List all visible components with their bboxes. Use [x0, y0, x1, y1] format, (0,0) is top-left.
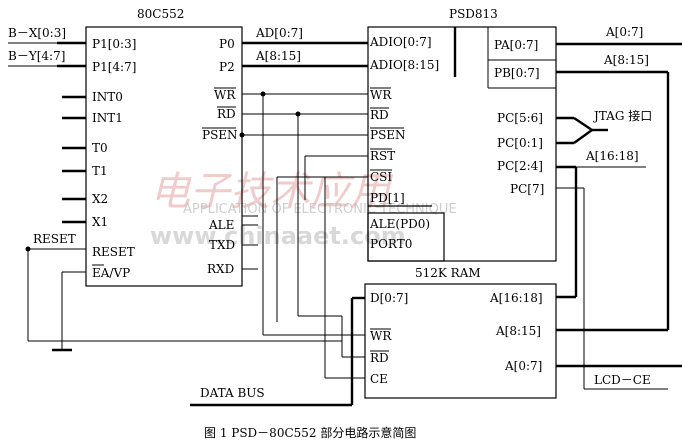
label-a-0-7-out: A[0:7] — [605, 25, 643, 39]
pin-x1: X1 — [92, 215, 108, 229]
pin-ale: ALE — [208, 218, 234, 232]
pin-ea-vp: EA/VP — [92, 266, 130, 280]
jtag-merge — [573, 117, 595, 144]
pin-pc-2-4: PC[2:4] — [497, 159, 543, 173]
figure-caption: 图 1 PSD－80C552 部分电路示意简图 — [204, 425, 416, 440]
label-by: B－Y[4:7] — [8, 49, 65, 63]
chip-80c552-title: 80C552 — [137, 7, 184, 21]
pin-psen-psd: PSEN — [370, 128, 406, 142]
pin-p1-4-7: P1[4:7] — [92, 60, 136, 74]
pin-ram-rd: RD — [370, 351, 389, 365]
label-a-16-18: A[16:18] — [585, 149, 639, 163]
label-jtag: JTAG 接口 — [592, 108, 652, 123]
label-a-8-15-out: A[8:15] — [603, 53, 649, 67]
pin-pc7: PC[7] — [510, 182, 544, 196]
ram-title: 512K RAM — [415, 266, 481, 280]
pin-wr-psd: WR — [370, 88, 392, 102]
pin-ram-d: D[0:7] — [370, 291, 408, 305]
pin-pc-5-6: PC[5:6] — [497, 111, 543, 125]
label-bx: B－X[0:3] — [8, 26, 66, 40]
label-lcd-ce: LCD－CE — [594, 373, 651, 387]
pin-x2: X2 — [92, 192, 108, 206]
pin-pc-0-1: PC[0:1] — [497, 136, 543, 150]
pin-ram-a-0-7: A[0:7] — [504, 359, 542, 373]
label-ad-0-7: AD[0:7] — [255, 26, 303, 40]
pin-p2: P2 — [219, 60, 235, 74]
pin-pa: PA[0:7] — [494, 38, 538, 52]
pin-adio-0-7: ADIO[0:7] — [369, 35, 432, 49]
pin-t0: T0 — [92, 141, 108, 155]
pin-csi: CSI — [370, 170, 392, 184]
pin-p1-0-3: P1[0:3] — [92, 37, 136, 51]
pin-reset: RESET — [92, 245, 135, 259]
pin-port0: PORT0 — [370, 237, 412, 251]
pin-wr-80c552: WR — [214, 88, 236, 102]
pin-int0: INT0 — [92, 90, 123, 104]
ram-body — [364, 283, 557, 399]
pin-rd-psd: RD — [370, 108, 389, 122]
pin-p0: P0 — [219, 37, 235, 51]
label-a-8-15: A[8:15] — [255, 49, 301, 63]
watermark-url: www.chinaaet.com — [150, 222, 406, 250]
pin-rd-80c552: RD — [217, 107, 236, 121]
pin-int1: INT1 — [92, 111, 123, 125]
pin-txd: TXD — [209, 238, 235, 252]
pin-rst: RST — [370, 149, 395, 163]
pin-ram-a-16-18: A[16:18] — [489, 291, 543, 305]
watermark-en: APPLICATION OF ELECTRONIC TECHNIQUE — [183, 202, 457, 217]
psd813-inner-box — [367, 212, 445, 262]
label-data-bus: DATA BUS — [200, 386, 265, 400]
pin-rxd: RXD — [207, 262, 234, 276]
pin-ram-wr: WR — [370, 329, 392, 343]
pin-t1: T1 — [92, 164, 108, 178]
pin-ram-ce: CE — [370, 372, 388, 386]
pin-pb: PB[0:7] — [494, 66, 540, 80]
psd813-title: PSD813 — [449, 7, 498, 21]
pin-pd1: PD[1] — [370, 191, 405, 205]
pin-psen-80c552: PSEN — [202, 128, 238, 142]
label-reset: RESET — [33, 232, 76, 246]
pin-ale-pd0: ALE(PD0) — [369, 217, 430, 231]
pin-ram-a-8-15: A[8:15] — [495, 324, 541, 338]
pin-adio-8-15: ADIO[8:15] — [369, 58, 439, 72]
